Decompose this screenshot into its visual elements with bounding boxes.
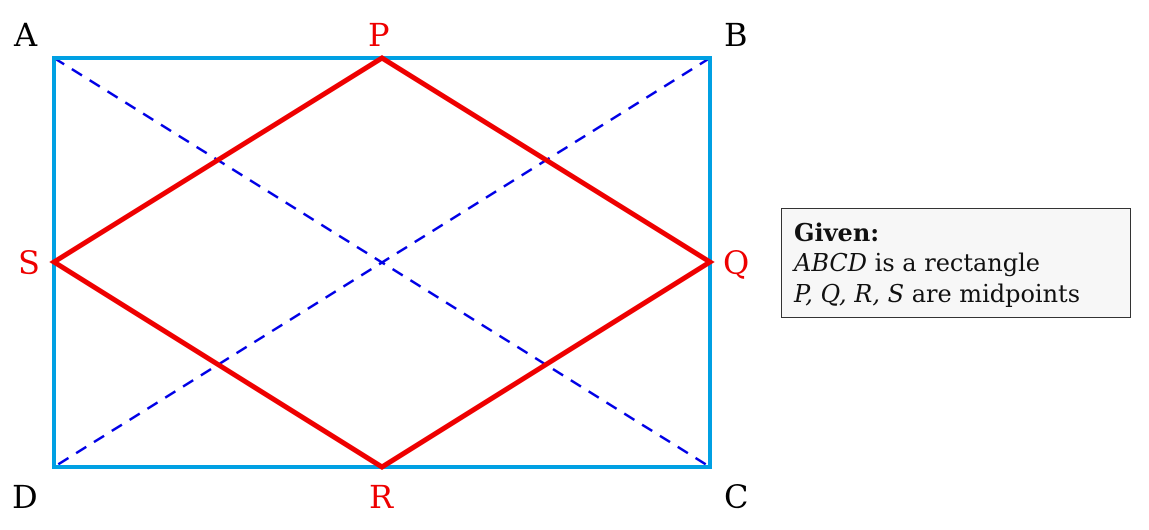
label-d: D [12, 478, 38, 516]
diagonal-bd [53, 56, 711, 469]
given-line-2-text: are midpoints [904, 280, 1081, 308]
label-a: A [13, 16, 38, 54]
given-line-2: P, Q, R, S are midpoints [794, 279, 1118, 310]
rhombus-pqrs [49, 55, 715, 470]
given-box: Given: ABCD is a rectangle P, Q, R, S ar… [781, 208, 1131, 318]
label-c: C [724, 478, 748, 516]
label-q: Q [723, 244, 749, 282]
given-title: Given: [794, 218, 880, 247]
label-r: R [369, 478, 394, 516]
label-s: S [18, 244, 40, 282]
given-line-1-text: is a rectangle [867, 249, 1040, 277]
label-p: P [368, 16, 390, 54]
given-line-1-math: ABCD [794, 249, 868, 277]
label-b: B [724, 16, 748, 54]
given-line-1: ABCD is a rectangle [794, 248, 1118, 279]
given-line-2-math: P, Q, R, S [794, 280, 905, 308]
